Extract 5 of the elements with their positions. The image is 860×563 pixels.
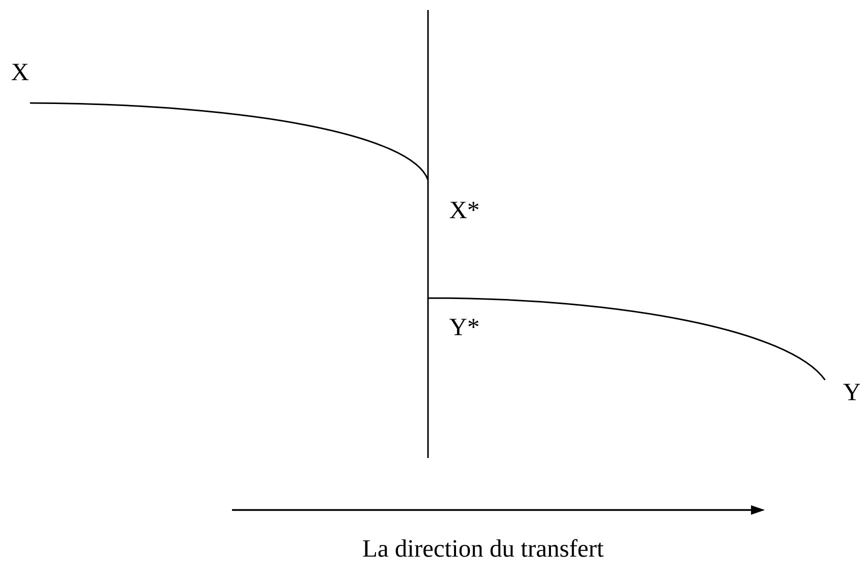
interface-label: X* <box>450 202 478 218</box>
interface-label: Y* <box>449 318 478 336</box>
axis-caption: La direction du transfert <box>363 539 604 557</box>
curve-label: X <box>12 64 29 80</box>
curve-label: Y <box>843 384 860 400</box>
